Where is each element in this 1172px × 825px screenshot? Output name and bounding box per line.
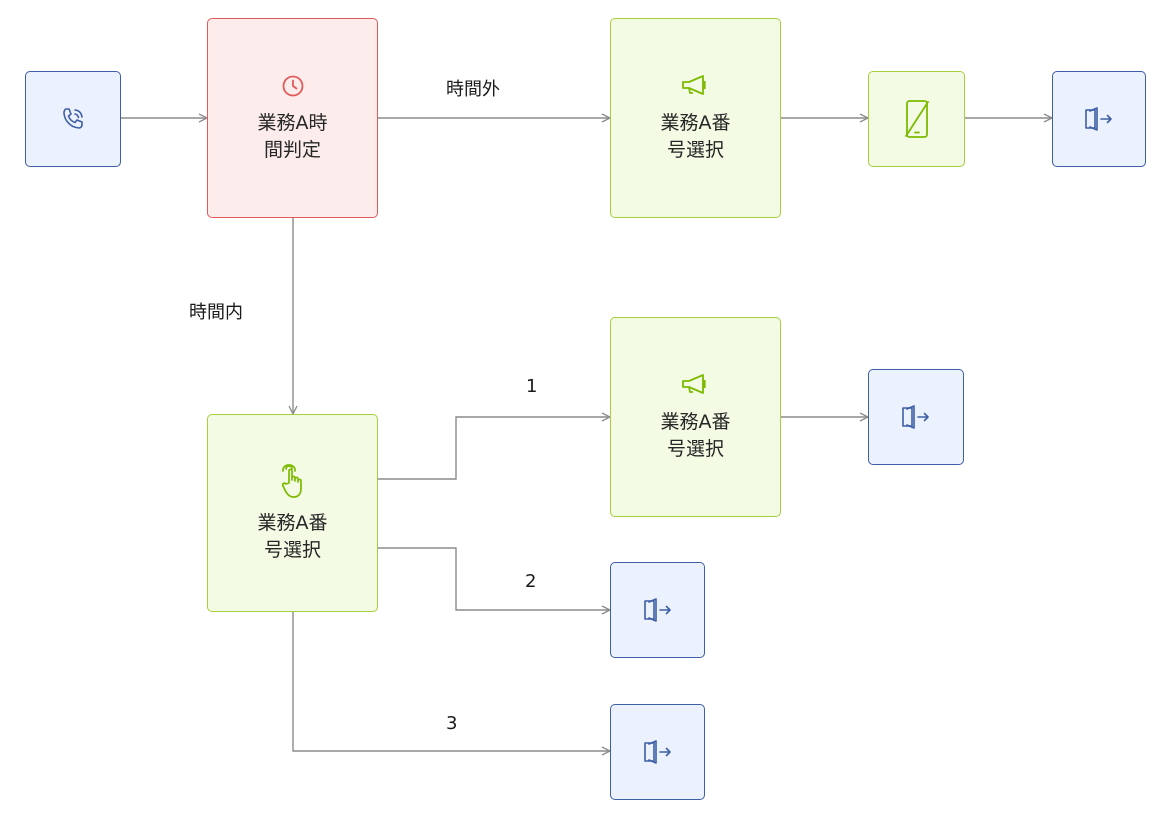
menu-select-node[interactable]: 業務A番 号選択	[207, 414, 378, 612]
announce-after-hours-label: 業務A番 号選択	[660, 112, 731, 161]
exit-option2-node[interactable]	[610, 562, 705, 658]
disconnect-mobile-node[interactable]	[868, 71, 965, 167]
announce-option1-node[interactable]: 業務A番 号選択	[610, 317, 781, 517]
announce-option1-label: 業務A番 号選択	[660, 411, 731, 460]
phone-call-icon	[63, 108, 83, 129]
edge-label-option-1: 1	[526, 376, 538, 397]
tap-hand-icon	[281, 464, 302, 498]
time-check-node[interactable]: 業務A時 間判定	[207, 18, 378, 218]
incoming-call-node[interactable]	[25, 71, 121, 167]
megaphone-icon	[681, 374, 706, 394]
edge-label-within-hours: 時間内	[189, 302, 243, 323]
exit-option3-node[interactable]	[610, 704, 705, 800]
time-check-label: 業務A時 間判定	[257, 112, 328, 161]
edge-option-3	[292, 612, 610, 751]
megaphone-icon	[681, 75, 706, 95]
exit-door-icon	[643, 598, 671, 622]
edge-label-option-3: 3	[446, 713, 458, 734]
edge-option-1	[378, 417, 610, 480]
menu-select-label: 業務A番 号選択	[257, 512, 328, 561]
exit-option1-node[interactable]	[868, 369, 964, 465]
edge-label-option-2: 2	[525, 571, 537, 592]
exit-door-icon	[1085, 107, 1112, 131]
exit-door-icon	[902, 405, 929, 429]
announce-after-hours-node[interactable]: 業務A番 号選択	[610, 18, 781, 218]
exit-door-icon	[643, 740, 671, 764]
edge-option-2	[378, 547, 610, 610]
clock-icon	[282, 75, 303, 97]
mobile-off-icon	[904, 100, 929, 138]
exit-after-hours-node[interactable]	[1052, 71, 1146, 167]
edge-label-after-hours: 時間外	[446, 79, 500, 100]
